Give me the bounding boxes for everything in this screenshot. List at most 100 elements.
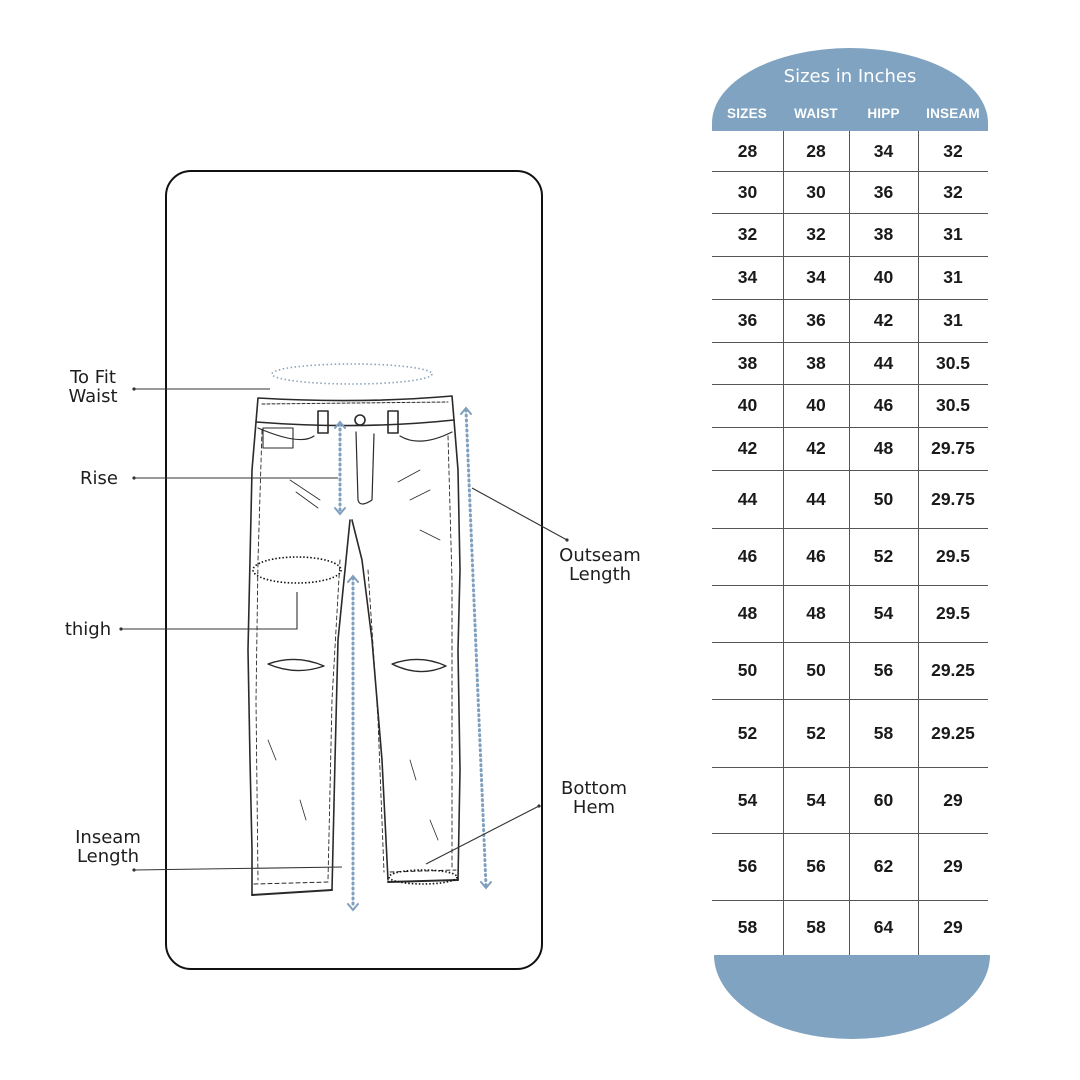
cell-inseam: 32	[943, 181, 963, 202]
label-line: Hem	[572, 797, 616, 818]
cell-waist: 32	[806, 224, 826, 244]
hem-measure-ellipse	[388, 869, 458, 885]
cell-size: 42	[737, 438, 758, 458]
row-divider	[712, 299, 988, 300]
label-line: thigh	[64, 619, 112, 640]
cell-hipp: 54	[873, 603, 894, 623]
thigh-leader	[121, 592, 298, 630]
cell-waist: 52	[806, 722, 826, 743]
cell-inseam: 30.5	[935, 395, 971, 415]
row-divider	[712, 528, 988, 529]
size-chart-column-headers: SIZES WAIST HIPP INSEAM	[712, 106, 988, 128]
table-row: 40 40 46 30.5	[712, 384, 988, 427]
cell-inseam: 30.5	[935, 352, 971, 373]
row-divider	[712, 384, 988, 385]
cell-hipp: 48	[873, 438, 894, 458]
illustration-frame	[165, 170, 543, 970]
cell-hipp: 56	[873, 660, 894, 680]
label-line: Waist	[68, 386, 118, 407]
cell-hipp: 42	[873, 310, 894, 330]
cell-hipp: 36	[873, 181, 894, 202]
cell-inseam: 29.75	[931, 438, 975, 458]
row-divider	[712, 900, 988, 901]
label-to-fit-waist: To Fit Waist	[58, 368, 128, 406]
row-divider	[712, 470, 988, 471]
column-header-hipp: HIPP	[867, 106, 900, 121]
label-line: Outseam	[559, 545, 641, 566]
cell-size: 52	[737, 722, 758, 743]
table-row: 50 50 56 29.25	[712, 642, 988, 699]
cell-size: 58	[737, 917, 758, 937]
cell-inseam: 32	[943, 140, 963, 161]
table-row: 56 56 62 29	[712, 833, 988, 900]
bottom-hem-leader	[425, 805, 540, 865]
cell-size: 38	[737, 352, 758, 373]
row-divider	[712, 342, 988, 343]
cell-size: 30	[737, 181, 758, 202]
size-chart-title: Sizes in Inches	[783, 66, 917, 87]
label-line: To Fit	[70, 367, 116, 388]
label-bottom-hem: Bottom Hem	[554, 779, 634, 817]
cell-waist: 54	[806, 789, 826, 810]
cell-hipp: 60	[873, 789, 894, 810]
label-line: Bottom	[560, 778, 628, 799]
row-divider	[712, 213, 988, 214]
row-divider	[712, 585, 988, 586]
cell-waist: 44	[806, 488, 826, 509]
size-chart: Sizes in Inches SIZES WAIST HIPP INSEAM …	[712, 48, 990, 1040]
column-header-waist: WAIST	[794, 106, 838, 121]
label-line: Length	[568, 564, 632, 585]
table-row: 38 38 44 30.5	[712, 342, 988, 384]
label-outseam-length: Outseam Length	[556, 546, 644, 584]
cell-waist: 40	[806, 395, 826, 415]
cell-waist: 38	[806, 352, 826, 373]
row-divider	[712, 767, 988, 768]
cell-inseam: 31	[943, 310, 963, 330]
outseam-arrow	[464, 408, 488, 888]
cell-hipp: 58	[873, 722, 894, 743]
row-divider	[712, 256, 988, 257]
cell-waist: 56	[806, 856, 826, 876]
cell-size: 50	[737, 660, 758, 680]
size-chart-footer-cap	[714, 955, 990, 1039]
cell-size: 40	[737, 395, 758, 415]
cell-hipp: 46	[873, 395, 894, 415]
cell-hipp: 64	[873, 917, 894, 937]
column-header-sizes: SIZES	[726, 106, 767, 121]
cell-inseam: 29.25	[931, 660, 975, 680]
row-divider	[712, 427, 988, 428]
cell-hipp: 62	[873, 856, 894, 876]
cell-inseam: 29	[943, 856, 963, 876]
table-row: 42 42 48 29.75	[712, 427, 988, 470]
cell-waist: 42	[806, 438, 826, 458]
cell-waist: 46	[806, 546, 826, 566]
cell-hipp: 44	[873, 352, 894, 373]
cell-size: 28	[737, 140, 758, 161]
cell-inseam: 29.75	[931, 488, 975, 509]
cell-size: 48	[737, 603, 758, 623]
cell-waist: 34	[806, 267, 826, 287]
row-divider	[712, 171, 988, 172]
thigh-measure-ellipse	[252, 556, 342, 584]
cell-hipp: 38	[873, 224, 894, 244]
cell-size: 56	[737, 856, 758, 876]
cell-inseam: 29	[943, 789, 963, 810]
label-rise: Rise	[72, 469, 126, 488]
column-divider	[783, 131, 784, 955]
cell-size: 36	[737, 310, 758, 330]
cell-hipp: 34	[873, 140, 894, 161]
cell-inseam: 31	[943, 267, 963, 287]
cell-waist: 50	[806, 660, 826, 680]
cell-inseam: 31	[943, 224, 963, 244]
cell-hipp: 52	[873, 546, 894, 566]
